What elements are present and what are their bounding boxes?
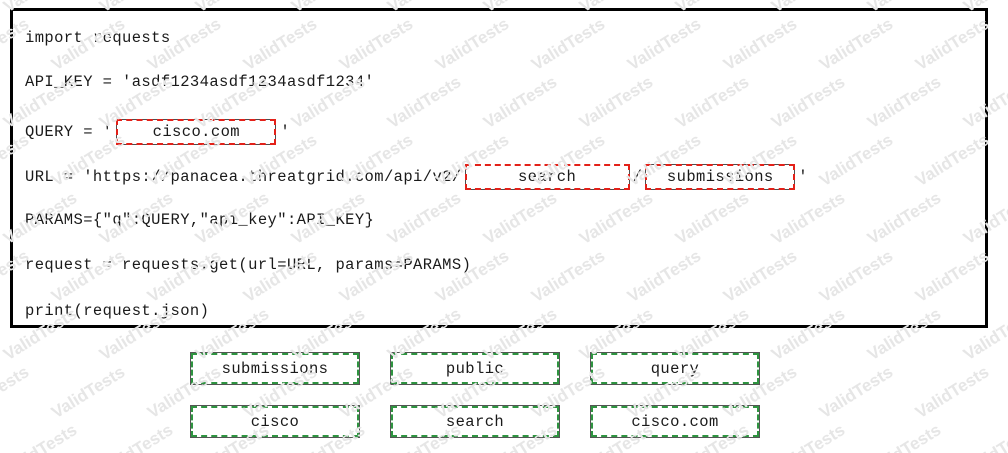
code-line-print: print(request.json) xyxy=(25,302,210,320)
watermark-text: ValidTests xyxy=(48,362,129,423)
code-line-url: URL = 'https://panacea.threatgrid.com/ap… xyxy=(25,164,808,190)
code-line-params: PARAMS={"q":QUERY,"api_key":API_KEY} xyxy=(25,211,375,229)
draggable-token-submissions[interactable]: submissions xyxy=(190,352,360,385)
draggable-token-query[interactable]: query xyxy=(590,352,760,385)
drop-target-query[interactable]: cisco.com xyxy=(116,119,277,145)
watermark-text: ValidTests xyxy=(0,420,81,453)
code-line-query: QUERY = ' cisco.com ' xyxy=(25,119,290,145)
code-url-separator: / xyxy=(632,168,643,186)
watermark-text: ValidTests xyxy=(768,420,849,453)
drop-target-url-segment-2[interactable]: submissions xyxy=(645,164,796,190)
watermark-text: ValidTests xyxy=(960,420,1008,453)
watermark-text: ValidTests xyxy=(816,362,897,423)
draggable-token-tray: submissions public query cisco search ci… xyxy=(190,352,760,438)
code-snippet-panel: import requests API_KEY = 'asdf1234asdf1… xyxy=(10,8,988,328)
drop-target-url-segment-1[interactable]: search xyxy=(464,164,630,190)
watermark-text: ValidTests xyxy=(912,362,993,423)
code-query-suffix: ' xyxy=(280,123,291,141)
draggable-token-cisco[interactable]: cisco xyxy=(190,405,360,438)
draggable-token-cisco-com[interactable]: cisco.com xyxy=(590,405,760,438)
watermark-text: ValidTests xyxy=(96,420,177,453)
code-url-prefix: URL = 'https://panacea.threatgrid.com/ap… xyxy=(25,168,462,186)
code-line-request: request = requests.get(url=URL, params=P… xyxy=(25,256,472,274)
code-line-api-key: API_KEY = 'asdf1234asdf1234asdf1234' xyxy=(25,73,375,91)
watermark-text: ValidTests xyxy=(0,362,33,423)
code-line-import: import requests xyxy=(25,29,171,47)
code-url-suffix: ' xyxy=(798,168,808,186)
code-query-prefix: QUERY = ' xyxy=(25,123,113,141)
draggable-token-public[interactable]: public xyxy=(390,352,560,385)
watermark-text: ValidTests xyxy=(864,420,945,453)
draggable-token-search[interactable]: search xyxy=(390,405,560,438)
